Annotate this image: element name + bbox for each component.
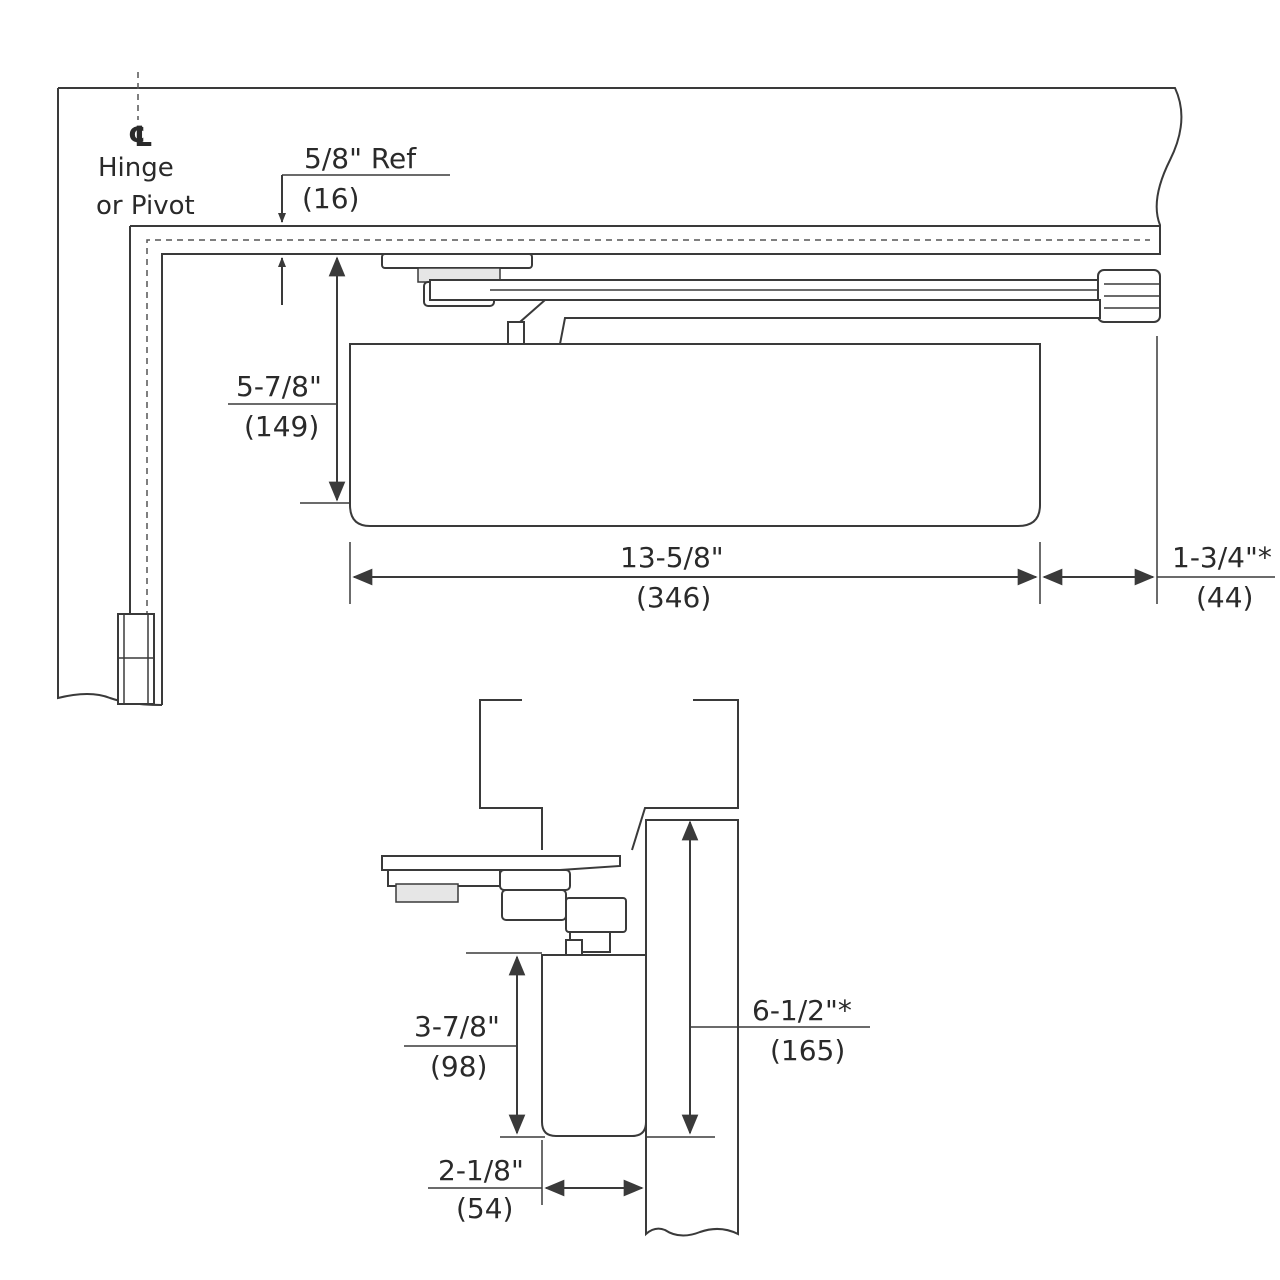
centerline-symbol: ℄ <box>128 120 153 153</box>
ref-dim-metric: (16) <box>302 182 359 215</box>
side-bracket <box>381 855 627 957</box>
stand-off-metric: (54) <box>456 1192 513 1225</box>
closer-body <box>349 343 1041 527</box>
ref-dim-imperial: 5/8" Ref <box>304 142 417 175</box>
side-closer-body <box>541 954 647 1137</box>
projection-dimension <box>646 820 870 1138</box>
side-view: 3-7/8" (98) 6-1/2"* (165) 2-1/8" (54) <box>381 699 870 1237</box>
hinge-label-line2: or Pivot <box>96 191 195 221</box>
stand-off-imperial: 2-1/8" <box>438 1154 524 1187</box>
height-dim-metric: (149) <box>244 410 319 443</box>
body-depth-metric: (98) <box>430 1050 487 1083</box>
arm-assembly <box>381 253 1161 345</box>
offset-dim-metric: (44) <box>1196 581 1253 614</box>
height-dim-imperial: 5-7/8" <box>236 370 322 403</box>
top-view: ℄ Hinge or Pivot <box>57 72 1275 706</box>
hinge-label-line1: Hinge <box>98 153 174 183</box>
length-dimension <box>349 336 1275 604</box>
frame-outline <box>58 87 1183 705</box>
hinge-knuckle <box>117 613 155 705</box>
length-dim-metric: (346) <box>636 581 711 614</box>
body-depth-dimension <box>404 952 545 1138</box>
length-dim-imperial: 13-5/8" <box>620 541 724 574</box>
height-dimension <box>228 256 350 504</box>
ref-dimension <box>278 174 450 305</box>
stand-off-dimension <box>428 1140 644 1205</box>
side-frame-outline <box>479 699 739 851</box>
side-door-edge <box>645 819 739 1237</box>
projection-metric: (165) <box>770 1034 845 1067</box>
door-dashed-line <box>146 239 1150 705</box>
body-depth-imperial: 3-7/8" <box>414 1010 500 1043</box>
projection-imperial: 6-1/2"* <box>752 994 852 1027</box>
offset-dim-imperial: 1-3/4"* <box>1172 541 1272 574</box>
